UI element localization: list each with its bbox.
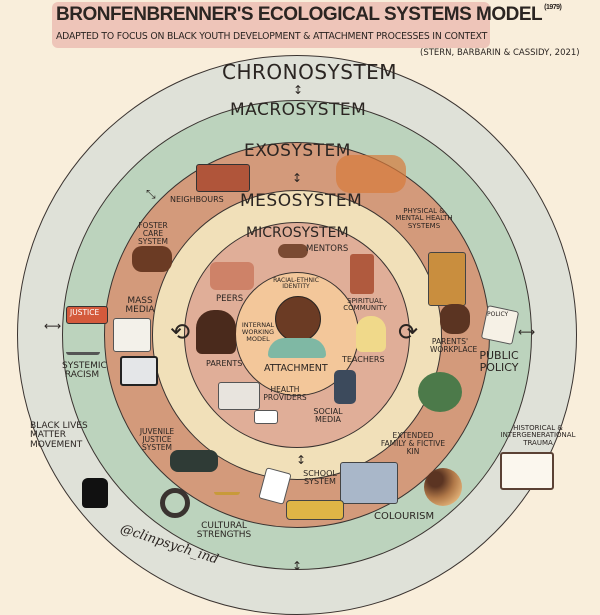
- ambulance-icon: [254, 410, 278, 424]
- school-building-icon: [340, 462, 398, 504]
- peers-icon: [210, 262, 254, 290]
- mass-media-label: MASS MEDIA: [125, 296, 155, 316]
- justice-sign-text: JUSTICE: [70, 308, 100, 317]
- parents-workplace-label: PARENTS' WORKPLACE: [430, 337, 478, 354]
- phone-icon: [334, 370, 356, 404]
- racial-ethnic-identity-label: RACIAL-ETHNIC IDENTITY: [273, 277, 319, 291]
- hospital-icon: [218, 382, 260, 410]
- arrow-icon: ↕: [292, 171, 303, 185]
- page-title: BRONFENBRENNER'S ECOLOGICAL SYSTEMS MODE…: [56, 4, 562, 26]
- newspaper-icon: [113, 318, 151, 352]
- arrow-icon: ↕: [293, 83, 304, 97]
- systemic-racism-label: SYSTEMIC RACISM: [62, 361, 107, 381]
- citation: (STERN, BARBARIN & CASSIDY, 2021): [420, 48, 580, 58]
- child-shirt-icon: [268, 338, 326, 358]
- foster-care-hands-icon: [132, 246, 172, 272]
- neighbourhood-houses-icon: [196, 164, 250, 192]
- teacher-icon: [356, 316, 386, 352]
- arrow-icon: ⤡: [146, 187, 156, 201]
- skin-tone-circles-icon: [424, 468, 462, 506]
- mesosystem-label: MESOSYSTEM: [240, 191, 363, 211]
- public-policy-label: PUBLIC POLICY: [479, 349, 519, 374]
- computer-monitor-icon: [120, 356, 158, 386]
- internal-working-model-label: INTERNAL WORKING MODEL: [241, 321, 275, 343]
- mentors-label: MENTORS: [306, 244, 349, 254]
- exosystem-label: EXOSYSTEM: [244, 141, 351, 161]
- working-parents-icon: [440, 304, 470, 334]
- open-book-icon: [500, 452, 554, 490]
- title-year: (1979): [544, 4, 562, 11]
- macrosystem-label: MACROSYSTEM: [230, 100, 367, 120]
- teachers-label: TEACHERS: [342, 355, 385, 364]
- health-workers-icon: [336, 155, 406, 193]
- church-icon: [350, 254, 374, 294]
- subtitle: ADAPTED TO FOCUS ON BLACK YOUTH DEVELOPM…: [56, 31, 488, 42]
- child-avatar-icon: [275, 296, 321, 342]
- police-car-icon: [170, 450, 218, 472]
- curved-arrow-icon: ⟳: [398, 318, 419, 346]
- parents-label: PARENTS: [206, 359, 243, 368]
- peers-label: PEERS: [216, 294, 244, 304]
- historical-trauma-label: HISTORICAL & INTERGENERATIONAL TRAUMA: [500, 424, 576, 447]
- neighbours-label: NEIGHBOURS: [170, 195, 224, 204]
- foster-care-label: FOSTER CARE SYSTEM: [138, 221, 168, 246]
- cultural-strengths-label: CULTURAL STRENGTHS: [196, 521, 252, 541]
- attachment-label: ATTACHMENT: [264, 363, 328, 374]
- arrow-icon: ⟷: [44, 319, 62, 333]
- blm-fist-logo-icon: [82, 478, 108, 508]
- physical-mental-health-label: PHYSICAL & MENTAL HEALTH SYSTEMS: [395, 207, 453, 230]
- scales-icon: [66, 326, 100, 355]
- title-highlight: [52, 2, 490, 48]
- policy-document-text: POLICY: [487, 311, 509, 318]
- title-text: BRONFENBRENNER'S ECOLOGICAL SYSTEMS MODE…: [56, 4, 543, 25]
- arrow-icon: ↕: [296, 453, 307, 467]
- microsystem-label: MICROSYSTEM: [246, 225, 349, 241]
- factory-icon: [428, 252, 466, 306]
- social-media-label: SOCIAL MEDIA: [313, 407, 343, 425]
- arrow-icon: ↕: [292, 559, 303, 573]
- spiritual-community-label: SPIRITUAL COMMUNITY: [343, 297, 387, 313]
- justice-sign-icon: [66, 306, 108, 324]
- extended-family-label: EXTENDED FAMILY & FICTIVE KIN: [380, 431, 446, 456]
- chronosystem-label: CHRONOSYSTEM: [222, 60, 398, 84]
- mentor-hands-icon: [278, 244, 308, 258]
- juvenile-justice-label: JUVENILE JUSTICE SYSTEM: [139, 427, 175, 452]
- curved-arrow-icon: ⟲: [170, 318, 191, 346]
- colourism-label: COLOURISM: [374, 511, 435, 522]
- cultural-strengths-icon: [160, 488, 190, 518]
- family-tree-icon: [418, 372, 462, 412]
- scales-of-justice-icon: [214, 470, 240, 495]
- school-system-label: SCHOOL SYSTEM: [303, 469, 337, 487]
- black-lives-matter-label: BLACK LIVES MATTER MOVEMENT: [30, 421, 88, 450]
- school-bus-icon: [286, 500, 344, 520]
- parents-icon: [196, 310, 236, 354]
- health-providers-label: HEALTH PROVIDERS: [263, 385, 307, 402]
- arrow-icon: ⟷: [518, 325, 536, 339]
